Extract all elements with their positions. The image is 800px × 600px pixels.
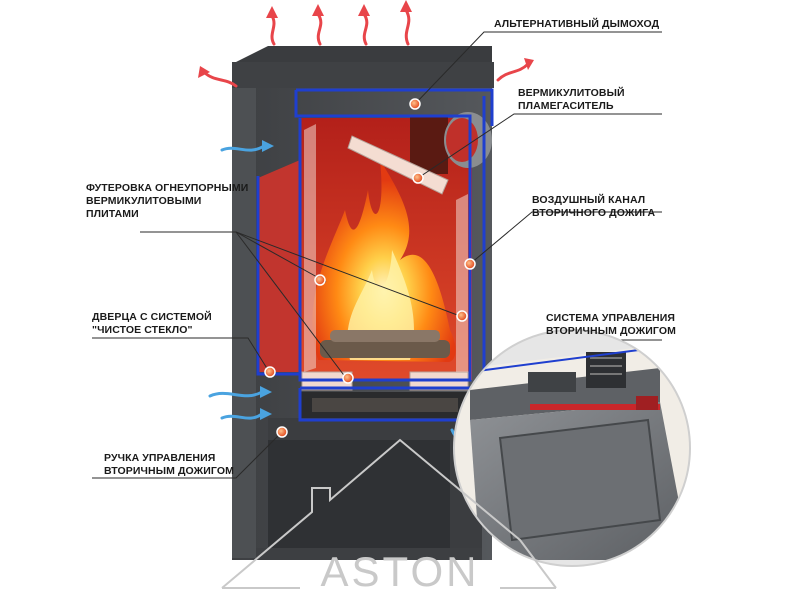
detail-zoom xyxy=(453,329,691,567)
aston-logo: ASTON xyxy=(320,548,480,595)
label-lining-line1: ФУТЕРОВКА ОГНЕУПОРНЫМИ xyxy=(86,182,249,194)
label-control-system-line2: ВТОРИЧНЫМ ДОЖИГОМ xyxy=(546,325,676,337)
label-flame-damper-line2: ПЛАМЕГАСИТЕЛЬ xyxy=(518,100,614,112)
label-control-system-line1: СИСТЕМА УПРАВЛЕНИЯ xyxy=(546,312,676,324)
label-handle: РУЧКА УПРАВЛЕНИЯ ВТОРИЧНЫМ ДОЖИГОМ xyxy=(104,452,234,478)
label-door-line1: ДВЕРЦА С СИСТЕМОЙ xyxy=(92,311,212,323)
label-flame-damper-line1: ВЕРМИКУЛИТОВЫЙ xyxy=(518,87,625,99)
label-lining-line2: ВЕРМИКУЛИТОВЫМИ xyxy=(86,195,202,207)
label-air-channel-line1: ВОЗДУШНЫЙ КАНАЛ xyxy=(532,194,646,206)
label-alt-chimney-text: АЛЬТЕРНАТИВНЫЙ ДЫМОХОД xyxy=(494,18,660,30)
label-handle-line2: ВТОРИЧНЫМ ДОЖИГОМ xyxy=(104,465,234,477)
logo-house-outline xyxy=(221,438,557,589)
cold-air-arrowheads xyxy=(260,140,274,420)
label-control-system: СИСТЕМА УПРАВЛЕНИЯ ВТОРИЧНЫМ ДОЖИГОМ xyxy=(546,312,676,338)
label-door: ДВЕРЦА С СИСТЕМОЙ "ЧИСТОЕ СТЕКЛО" xyxy=(92,311,212,337)
hot-air-arrowheads xyxy=(198,0,534,78)
label-lining: ФУТЕРОВКА ОГНЕУПОРНЫМИ ВЕРМИКУЛИТОВЫМИ П… xyxy=(86,182,248,221)
label-door-line2: "ЧИСТОЕ СТЕКЛО" xyxy=(92,324,193,336)
label-lining-line3: ПЛИТАМИ xyxy=(86,208,139,220)
hot-air-arrows xyxy=(202,8,530,88)
label-flame-damper: ВЕРМИКУЛИТОВЫЙ ПЛАМЕГАСИТЕЛЬ xyxy=(518,87,625,113)
ash-pan xyxy=(300,392,470,418)
fire xyxy=(312,160,456,362)
label-alt-chimney: АЛЬТЕРНАТИВНЫЙ ДЫМОХОД xyxy=(494,18,659,31)
label-handle-line1: РУЧКА УПРАВЛЕНИЯ xyxy=(104,452,216,464)
label-air-channel-line2: ВТОРИЧНОГО ДОЖИГА xyxy=(532,207,656,219)
label-air-channel: ВОЗДУШНЫЙ КАНАЛ ВТОРИЧНОГО ДОЖИГА xyxy=(532,194,655,220)
